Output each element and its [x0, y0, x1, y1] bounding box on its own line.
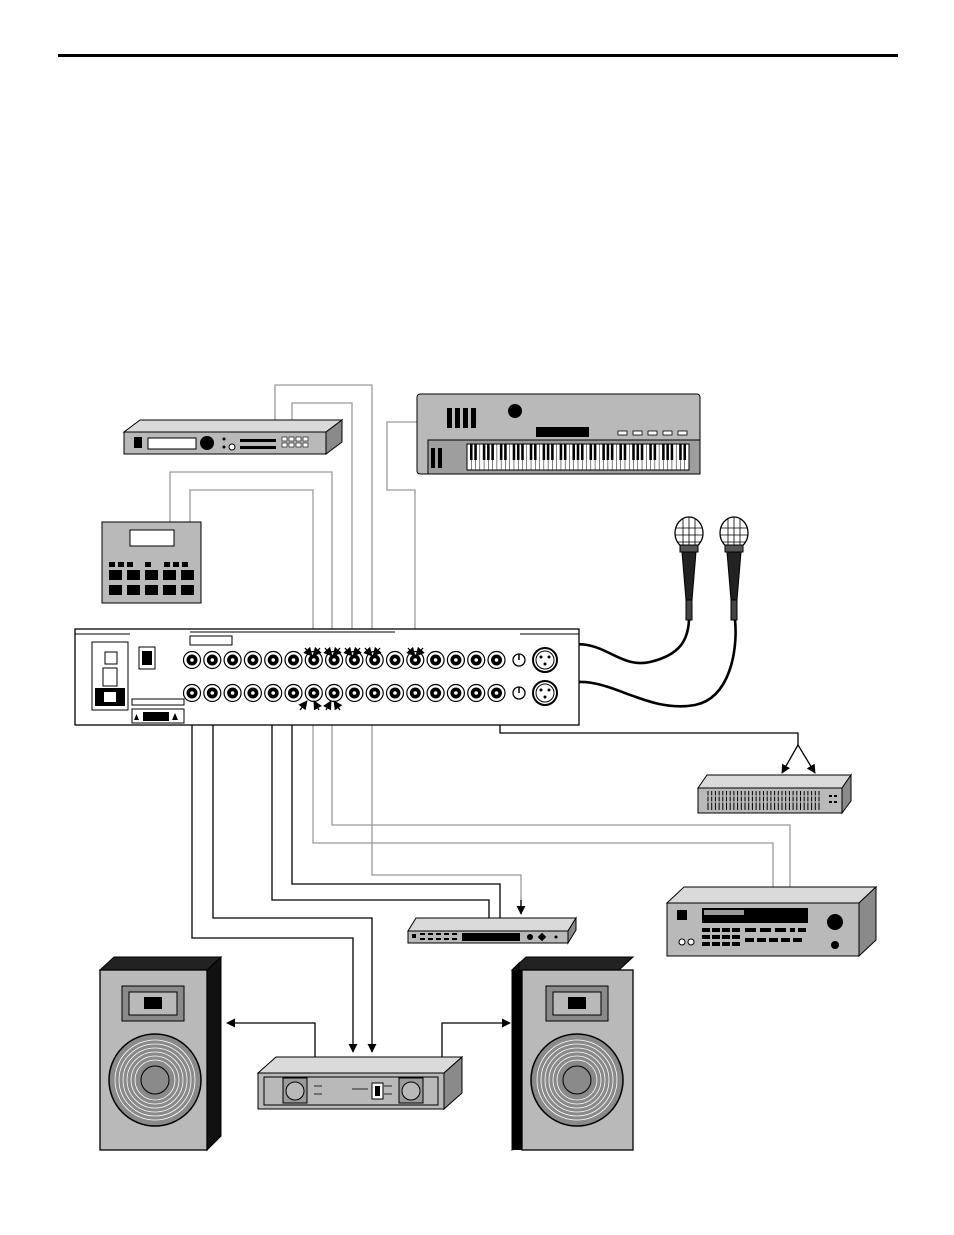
jack-icon: [265, 652, 282, 669]
jack-icon: [488, 652, 505, 669]
sampler: [667, 887, 876, 956]
jack-icon: [346, 685, 363, 702]
jack-icon: [244, 652, 261, 669]
jack-icon: [488, 685, 505, 702]
cable-effects-return-b: [292, 696, 500, 918]
effects-processor: [408, 918, 576, 943]
jack-icon: [285, 685, 302, 702]
speaker-right: [512, 957, 633, 1150]
jack-icon: [447, 652, 464, 669]
jack-icon: [468, 685, 485, 702]
jack-icon: [184, 685, 201, 702]
jack-icon: [224, 652, 241, 669]
jack-icon: [285, 652, 302, 669]
jack-icon: [244, 685, 261, 702]
cable-effects-return-a: [272, 696, 489, 918]
jack-icon: [305, 652, 322, 669]
jack-icon: [204, 685, 221, 702]
power-amplifier: [258, 1057, 462, 1109]
jack-icon: [427, 685, 444, 702]
jack-icon: [407, 652, 424, 669]
jack-icon: [265, 685, 282, 702]
drum-machine: [102, 522, 201, 603]
jack-icon: [407, 685, 424, 702]
jack-icon: [184, 652, 201, 669]
speaker-left: [100, 957, 221, 1150]
keyboard-synth: [417, 394, 700, 474]
mixer: [75, 629, 579, 725]
jack-icon: [427, 652, 444, 669]
jack-icon: [468, 652, 485, 669]
microphone-1: [675, 517, 703, 620]
jack-icon: [305, 685, 322, 702]
sound-module: [124, 420, 342, 454]
jack-icon: [387, 652, 404, 669]
cable-amp-to-right-speaker: [442, 1023, 510, 1057]
jack-icon: [387, 685, 404, 702]
cable-keyboard: [387, 422, 417, 660]
cable-amp-to-left-speaker: [227, 1023, 315, 1057]
graphic-equalizer: [698, 775, 851, 813]
cable-eq-split-a: [782, 745, 798, 773]
cable-eq-split-b: [798, 745, 815, 773]
jack-icon: [224, 685, 241, 702]
jack-icon: [366, 685, 383, 702]
microphone-2: [720, 517, 748, 620]
jack-icon: [204, 652, 221, 669]
jack-icon: [326, 685, 343, 702]
jack-icon: [447, 685, 464, 702]
